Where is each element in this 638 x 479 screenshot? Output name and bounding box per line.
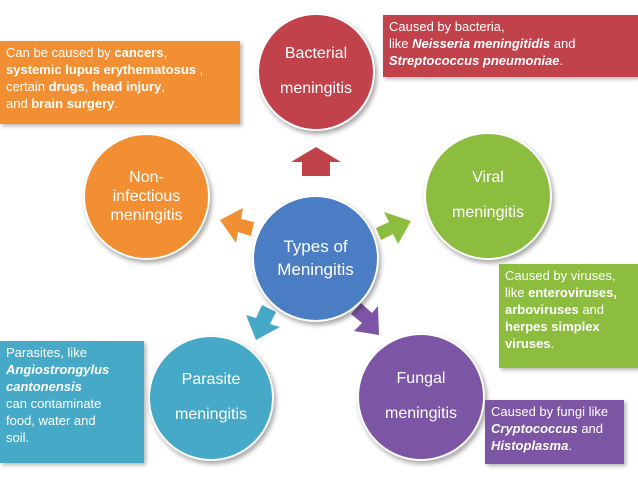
note-keyword: herpes simplex viruses <box>505 319 600 351</box>
note-keyword: Histoplasma <box>491 438 569 453</box>
note-text: . <box>568 438 572 453</box>
noninfectious-label-line3: meningitis <box>110 207 183 225</box>
note-text: . <box>550 336 555 351</box>
note-text: Caused by fungi like <box>491 404 609 419</box>
note-text: and <box>550 36 576 51</box>
note-keyword: enteroviruses, <box>528 285 617 300</box>
note-keyword: Angiostrongylus <box>6 362 110 377</box>
note-keyword: drugs <box>48 79 85 94</box>
arrow-viral <box>376 212 411 244</box>
parasite-circle: Parasite meningitis <box>148 335 274 461</box>
viral-label-line1: Viral <box>472 169 504 187</box>
note-keyword: cantonensis <box>6 379 82 394</box>
bacterial-label-line2: meningitis <box>279 80 353 97</box>
note-text: , <box>161 79 165 94</box>
viral-note: Caused by viruses, like enteroviruses, a… <box>499 264 638 368</box>
noninfectious-circle: Non- infectious meningitis <box>83 133 210 260</box>
note-keyword: brain surgery <box>31 96 115 111</box>
note-keyword: cancers <box>114 45 164 60</box>
note-keyword: Cryptococcus <box>491 421 578 436</box>
note-text: Can be caused by <box>6 45 115 60</box>
note-text: food, water and <box>6 413 96 428</box>
note-text: and <box>578 302 605 317</box>
parasite-note: Parasites, like Angiostrongylus cantonen… <box>0 341 144 463</box>
note-text: Caused by viruses, <box>505 268 616 283</box>
arrow-parasite <box>246 305 280 340</box>
note-keyword: arboviruses <box>505 302 579 317</box>
fungal-circle: Fungal meningitis <box>357 333 485 461</box>
note-text: and <box>6 96 32 111</box>
note-text: and <box>577 421 604 436</box>
note-text: , <box>163 45 168 60</box>
noninfectious-label-line1: Non- <box>129 168 164 186</box>
note-keyword: head injury <box>92 79 162 94</box>
center-title-line1: Types of <box>283 237 348 257</box>
note-text: soil. <box>6 430 30 445</box>
note-text: certain <box>6 79 49 94</box>
note-text: Parasites, like <box>6 345 87 360</box>
noninfectious-note: Can be caused by cancers, systemic lupus… <box>0 41 240 124</box>
note-text: Caused by bacteria, <box>389 19 505 34</box>
note-text: can contaminate <box>6 396 102 411</box>
note-text: like <box>389 36 413 51</box>
note-text: , <box>84 79 92 94</box>
note-text: . <box>559 53 564 68</box>
noninfectious-label-line2: infectious <box>112 187 181 205</box>
bacterial-label-line1: Bacterial <box>284 45 348 63</box>
note-text: . <box>114 96 119 111</box>
parasite-label-line2: meningitis <box>174 406 248 423</box>
viral-label-line2: meningitis <box>451 204 525 221</box>
fungal-label-line2: meningitis <box>384 405 458 422</box>
arrow-bacterial <box>291 147 341 176</box>
note-keyword: Neisseria meningitidis <box>412 36 551 51</box>
center-title-line2: Meningitis <box>277 259 354 279</box>
note-text: , <box>196 62 204 77</box>
note-text: like <box>505 285 529 300</box>
fungal-note: Caused by fungi like Cryptococcus and Hi… <box>485 400 624 464</box>
viral-circle: Viral meningitis <box>424 132 552 260</box>
bacterial-circle: Bacterial meningitis <box>257 13 375 131</box>
arrow-noninfectious <box>220 208 254 243</box>
parasite-label-line1: Parasite <box>181 371 241 389</box>
fungal-label-line1: Fungal <box>396 370 446 388</box>
center-circle: Types of Meningitis <box>252 195 379 322</box>
bacterial-note: Caused by bacteria, like Neisseria menin… <box>383 15 638 77</box>
note-keyword: Streptococcus pneumoniae <box>389 53 560 68</box>
note-keyword: systemic lupus erythematosus <box>6 62 197 77</box>
